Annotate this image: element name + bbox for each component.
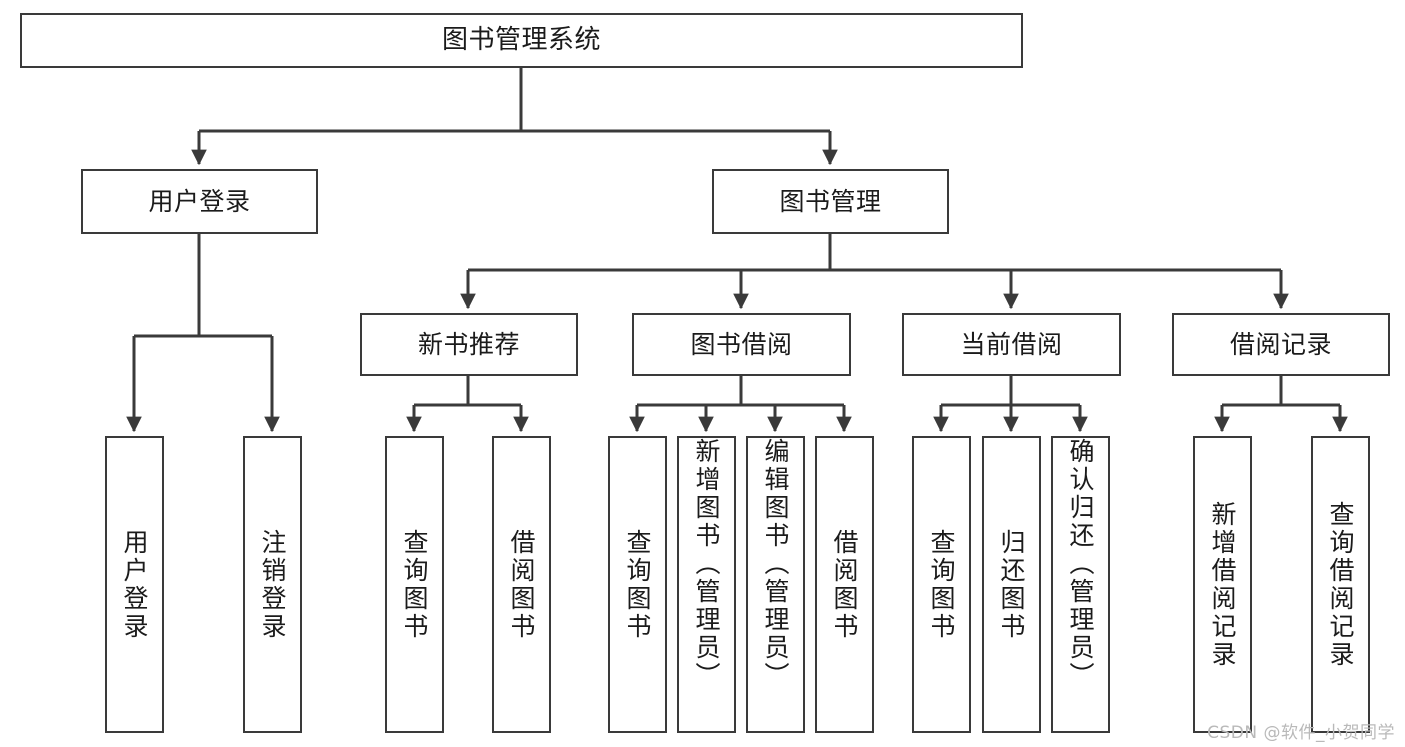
node-new-book-recommend[interactable]: 新书推荐 [360, 313, 578, 376]
node-label: 新增图书（管理员） [692, 438, 721, 690]
node-leaf-add-record[interactable]: 新增借阅记录 [1193, 436, 1252, 733]
node-label: 借阅图书 [507, 528, 536, 641]
node-leaf-confirm-return[interactable]: 确认归还（管理员） [1051, 436, 1110, 733]
node-leaf-query-book-1[interactable]: 查询图书 [385, 436, 444, 733]
node-label: 用户登录 [120, 528, 149, 641]
node-label: 查询借阅记录 [1326, 500, 1355, 669]
node-label: 查询图书 [623, 528, 652, 641]
node-leaf-logout-login[interactable]: 注销登录 [243, 436, 302, 733]
node-leaf-borrow-book-2[interactable]: 借阅图书 [815, 436, 874, 733]
node-label: 用户登录 [148, 186, 251, 216]
node-leaf-user-login[interactable]: 用户登录 [105, 436, 164, 733]
node-user-login[interactable]: 用户登录 [81, 169, 318, 234]
node-current-borrow[interactable]: 当前借阅 [902, 313, 1121, 376]
node-label: 借阅记录 [1229, 329, 1332, 359]
node-leaf-add-book[interactable]: 新增图书（管理员） [677, 436, 736, 733]
node-label: 图书借阅 [690, 329, 793, 359]
node-label: 图书管理 [779, 186, 882, 216]
node-root-book-management-system[interactable]: 图书管理系统 [20, 13, 1023, 68]
node-book-management[interactable]: 图书管理 [712, 169, 949, 234]
node-leaf-query-book-2[interactable]: 查询图书 [608, 436, 667, 733]
node-book-borrow[interactable]: 图书借阅 [632, 313, 851, 376]
node-leaf-edit-book[interactable]: 编辑图书（管理员） [746, 436, 805, 733]
node-label: 借阅图书 [830, 528, 859, 641]
node-label: 新增借阅记录 [1208, 500, 1237, 669]
node-label: 查询图书 [400, 528, 429, 641]
node-label: 图书管理系统 [441, 25, 601, 56]
node-leaf-query-record[interactable]: 查询借阅记录 [1311, 436, 1370, 733]
node-label: 归还图书 [997, 528, 1026, 641]
node-label: 当前借阅 [960, 329, 1063, 359]
csdn-watermark: CSDN @软件_小贺同学 [1207, 723, 1395, 743]
node-label: 确认归还（管理员） [1066, 438, 1095, 690]
node-leaf-query-book-3[interactable]: 查询图书 [912, 436, 971, 733]
node-label: 编辑图书（管理员） [761, 438, 790, 690]
node-label: 新书推荐 [417, 329, 520, 359]
node-borrow-record[interactable]: 借阅记录 [1172, 313, 1390, 376]
node-label: 查询图书 [927, 528, 956, 641]
node-label: 注销登录 [258, 528, 287, 641]
node-leaf-borrow-book-1[interactable]: 借阅图书 [492, 436, 551, 733]
node-leaf-return-book[interactable]: 归还图书 [982, 436, 1041, 733]
